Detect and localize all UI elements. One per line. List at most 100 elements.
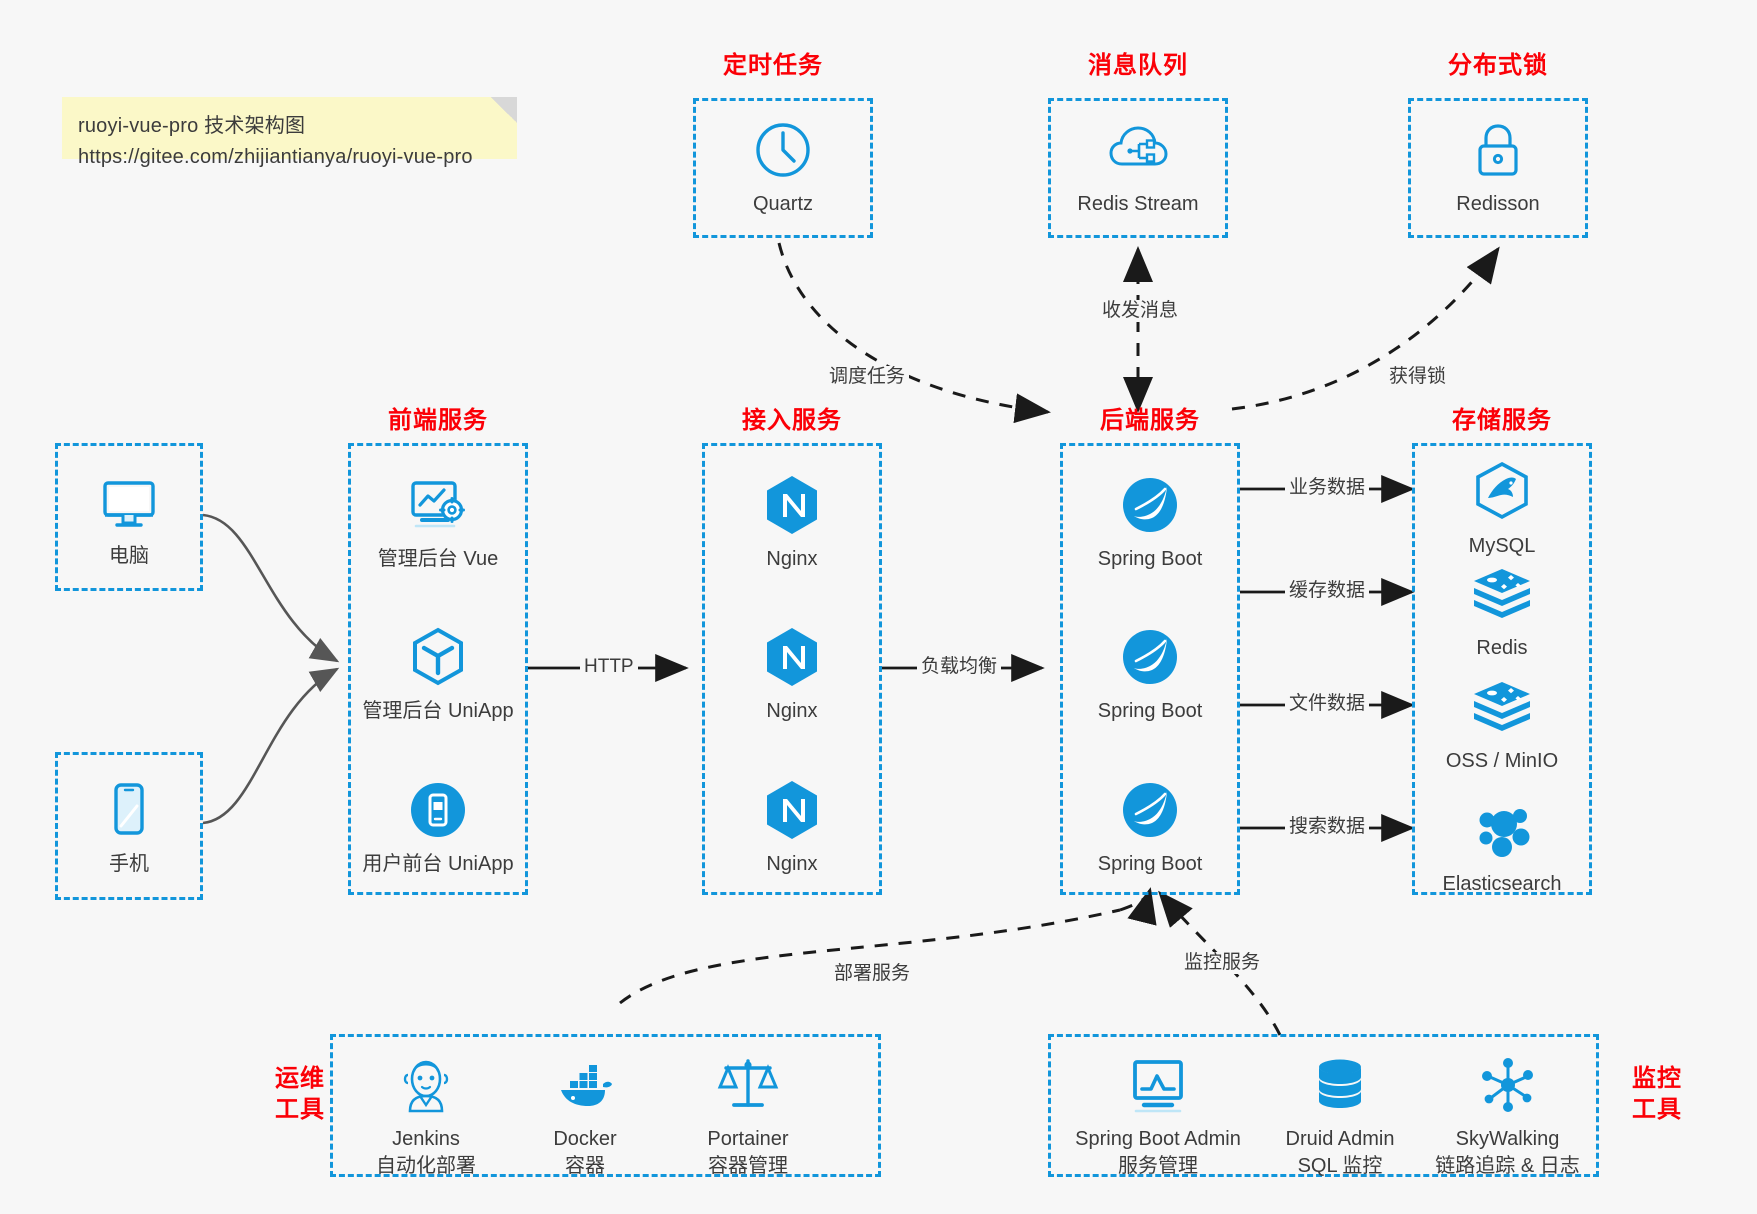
node-label: 管理后台 Vue: [377, 548, 499, 570]
edge-label-send-receive-message: 收发消息: [1098, 300, 1183, 322]
nginx-icon: [767, 628, 817, 686]
monitor-group-box: [1048, 1034, 1599, 1177]
node-label: Nginx: [766, 548, 818, 570]
architecture-note: ruoyi-vue-pro 技术架构图 https://gitee.com/zh…: [62, 97, 517, 168]
node-sublabel: 链路追踪 & 日志: [1435, 1155, 1580, 1177]
node-label: Spring Boot Admin: [1075, 1128, 1241, 1150]
node-spring-boot-admin[interactable]: Spring Boot Admin 服务管理: [1068, 1053, 1248, 1180]
node-label: MySQL: [1468, 535, 1536, 557]
node-label: Docker: [553, 1128, 617, 1150]
node-nginx-3[interactable]: Nginx: [722, 778, 862, 878]
edge-label-file-data: 文件数据: [1285, 693, 1370, 715]
frontend-group-box: [348, 443, 528, 895]
node-redisson[interactable]: Redisson: [1428, 118, 1568, 218]
node-admin-vue[interactable]: 管理后台 Vue: [368, 473, 508, 573]
group-title-monitor-line1: 监控: [1632, 1065, 1682, 1092]
nginx-icon: [767, 476, 817, 534]
spring-boot-icon: [1123, 630, 1177, 684]
node-druid-admin[interactable]: Druid Admin SQL 监控: [1260, 1053, 1420, 1180]
group-title-backend: 后端服务: [1100, 407, 1200, 434]
node-quartz[interactable]: Quartz: [713, 118, 853, 218]
node-label: Nginx: [766, 853, 818, 875]
node-label: Redis Stream: [1077, 193, 1199, 215]
node-computer[interactable]: 电脑: [59, 470, 199, 570]
client-box-phone: [55, 752, 203, 900]
edge-label-business-data: 业务数据: [1285, 477, 1370, 499]
node-label: Nginx: [766, 700, 818, 722]
group-title-monitor: 监控 工具: [1612, 1063, 1702, 1125]
note-fold-corner: [491, 97, 517, 123]
node-jenkins[interactable]: Jenkins 自动化部署: [346, 1053, 506, 1180]
node-user-uniapp[interactable]: 用户前台 UniApp: [362, 778, 514, 878]
monitor-icon: [103, 481, 155, 527]
node-spring-boot-2[interactable]: Spring Boot: [1080, 625, 1220, 725]
group-title-storage: 存储服务: [1452, 407, 1552, 434]
nginx-icon: [767, 781, 817, 839]
group-title-gateway: 接入服务: [742, 407, 842, 434]
lock-group-box: [1408, 98, 1588, 238]
node-spring-boot-3[interactable]: Spring Boot: [1080, 778, 1220, 878]
backend-group-box: [1060, 443, 1240, 895]
node-label: Portainer: [707, 1128, 789, 1150]
jenkins-icon: [403, 1060, 449, 1113]
group-title-lock: 分布式锁: [1448, 52, 1548, 79]
node-label: Spring Boot: [1097, 548, 1203, 570]
group-title-devops: 运维 工具: [255, 1063, 345, 1125]
uniapp-hexagon-icon: [413, 627, 463, 686]
spring-boot-icon: [1123, 478, 1177, 532]
node-oss-minio[interactable]: OSS / MinIO: [1432, 675, 1572, 775]
node-label: SkyWalking: [1455, 1128, 1560, 1150]
group-title-monitor-line2: 工具: [1632, 1096, 1682, 1123]
node-elasticsearch[interactable]: Elasticsearch: [1432, 798, 1572, 898]
skywalking-icon: [1481, 1058, 1533, 1112]
node-sublabel: 容器管理: [708, 1155, 788, 1177]
node-label: OSS / MinIO: [1445, 750, 1559, 772]
edge-label-search-data: 搜索数据: [1285, 816, 1370, 838]
mobile-app-icon: [411, 783, 465, 837]
storage-group-box: [1412, 443, 1592, 895]
oss-minio-icon: [1474, 682, 1530, 731]
edge-label-deploy-service: 部署服务: [830, 963, 915, 985]
group-title-devops-line1: 运维: [275, 1065, 325, 1092]
node-label: 用户前台 UniApp: [362, 853, 514, 875]
node-mysql[interactable]: MySQL: [1432, 460, 1572, 560]
mysql-icon: [1476, 461, 1528, 520]
mq-group-box: [1048, 98, 1228, 238]
gateway-group-box: [702, 443, 882, 895]
node-redis-stream[interactable]: Redis Stream: [1068, 118, 1208, 218]
edge-label-cache-data: 缓存数据: [1285, 580, 1370, 602]
node-sublabel: 容器: [565, 1155, 605, 1177]
node-label: Jenkins: [392, 1128, 460, 1150]
node-label: Spring Boot: [1097, 853, 1203, 875]
note-line-title: ruoyi-vue-pro 技术架构图: [78, 115, 306, 137]
elasticsearch-icon: [1479, 809, 1530, 857]
cloud-stream-icon: [1109, 126, 1168, 166]
node-portainer[interactable]: Portainer 容器管理: [668, 1053, 828, 1180]
node-skywalking[interactable]: SkyWalking 链路追踪 & 日志: [1420, 1053, 1595, 1180]
node-nginx-2[interactable]: Nginx: [722, 625, 862, 725]
node-label: Druid Admin: [1285, 1128, 1395, 1150]
client-box-computer: [55, 443, 203, 591]
edge-label-monitor-service: 监控服务: [1180, 952, 1265, 974]
node-label: Redisson: [1456, 193, 1540, 215]
group-title-mq: 消息队列: [1088, 52, 1188, 79]
node-phone[interactable]: 手机: [59, 778, 199, 878]
group-title-frontend: 前端服务: [388, 407, 488, 434]
redis-icon: [1474, 569, 1530, 618]
node-redis[interactable]: Redis: [1432, 562, 1572, 662]
node-spring-boot-1[interactable]: Spring Boot: [1080, 473, 1220, 573]
note-line-url: https://gitee.com/zhijiantianya/ruoyi-vu…: [78, 146, 473, 168]
spring-boot-admin-icon: [1133, 1060, 1183, 1113]
edge-label-acquire-lock: 获得锁: [1385, 366, 1451, 388]
spring-boot-icon: [1123, 783, 1177, 837]
node-label: Quartz: [752, 193, 814, 215]
node-label: 管理后台 UniApp: [362, 700, 514, 722]
node-docker[interactable]: Docker 容器: [505, 1053, 665, 1180]
lock-icon: [1478, 124, 1518, 176]
dashboard-gear-icon: [411, 481, 465, 528]
scheduler-group-box: [693, 98, 873, 238]
node-admin-uniapp[interactable]: 管理后台 UniApp: [362, 625, 514, 725]
portainer-icon: [717, 1059, 779, 1107]
phone-icon: [114, 783, 144, 835]
node-nginx-1[interactable]: Nginx: [722, 473, 862, 573]
